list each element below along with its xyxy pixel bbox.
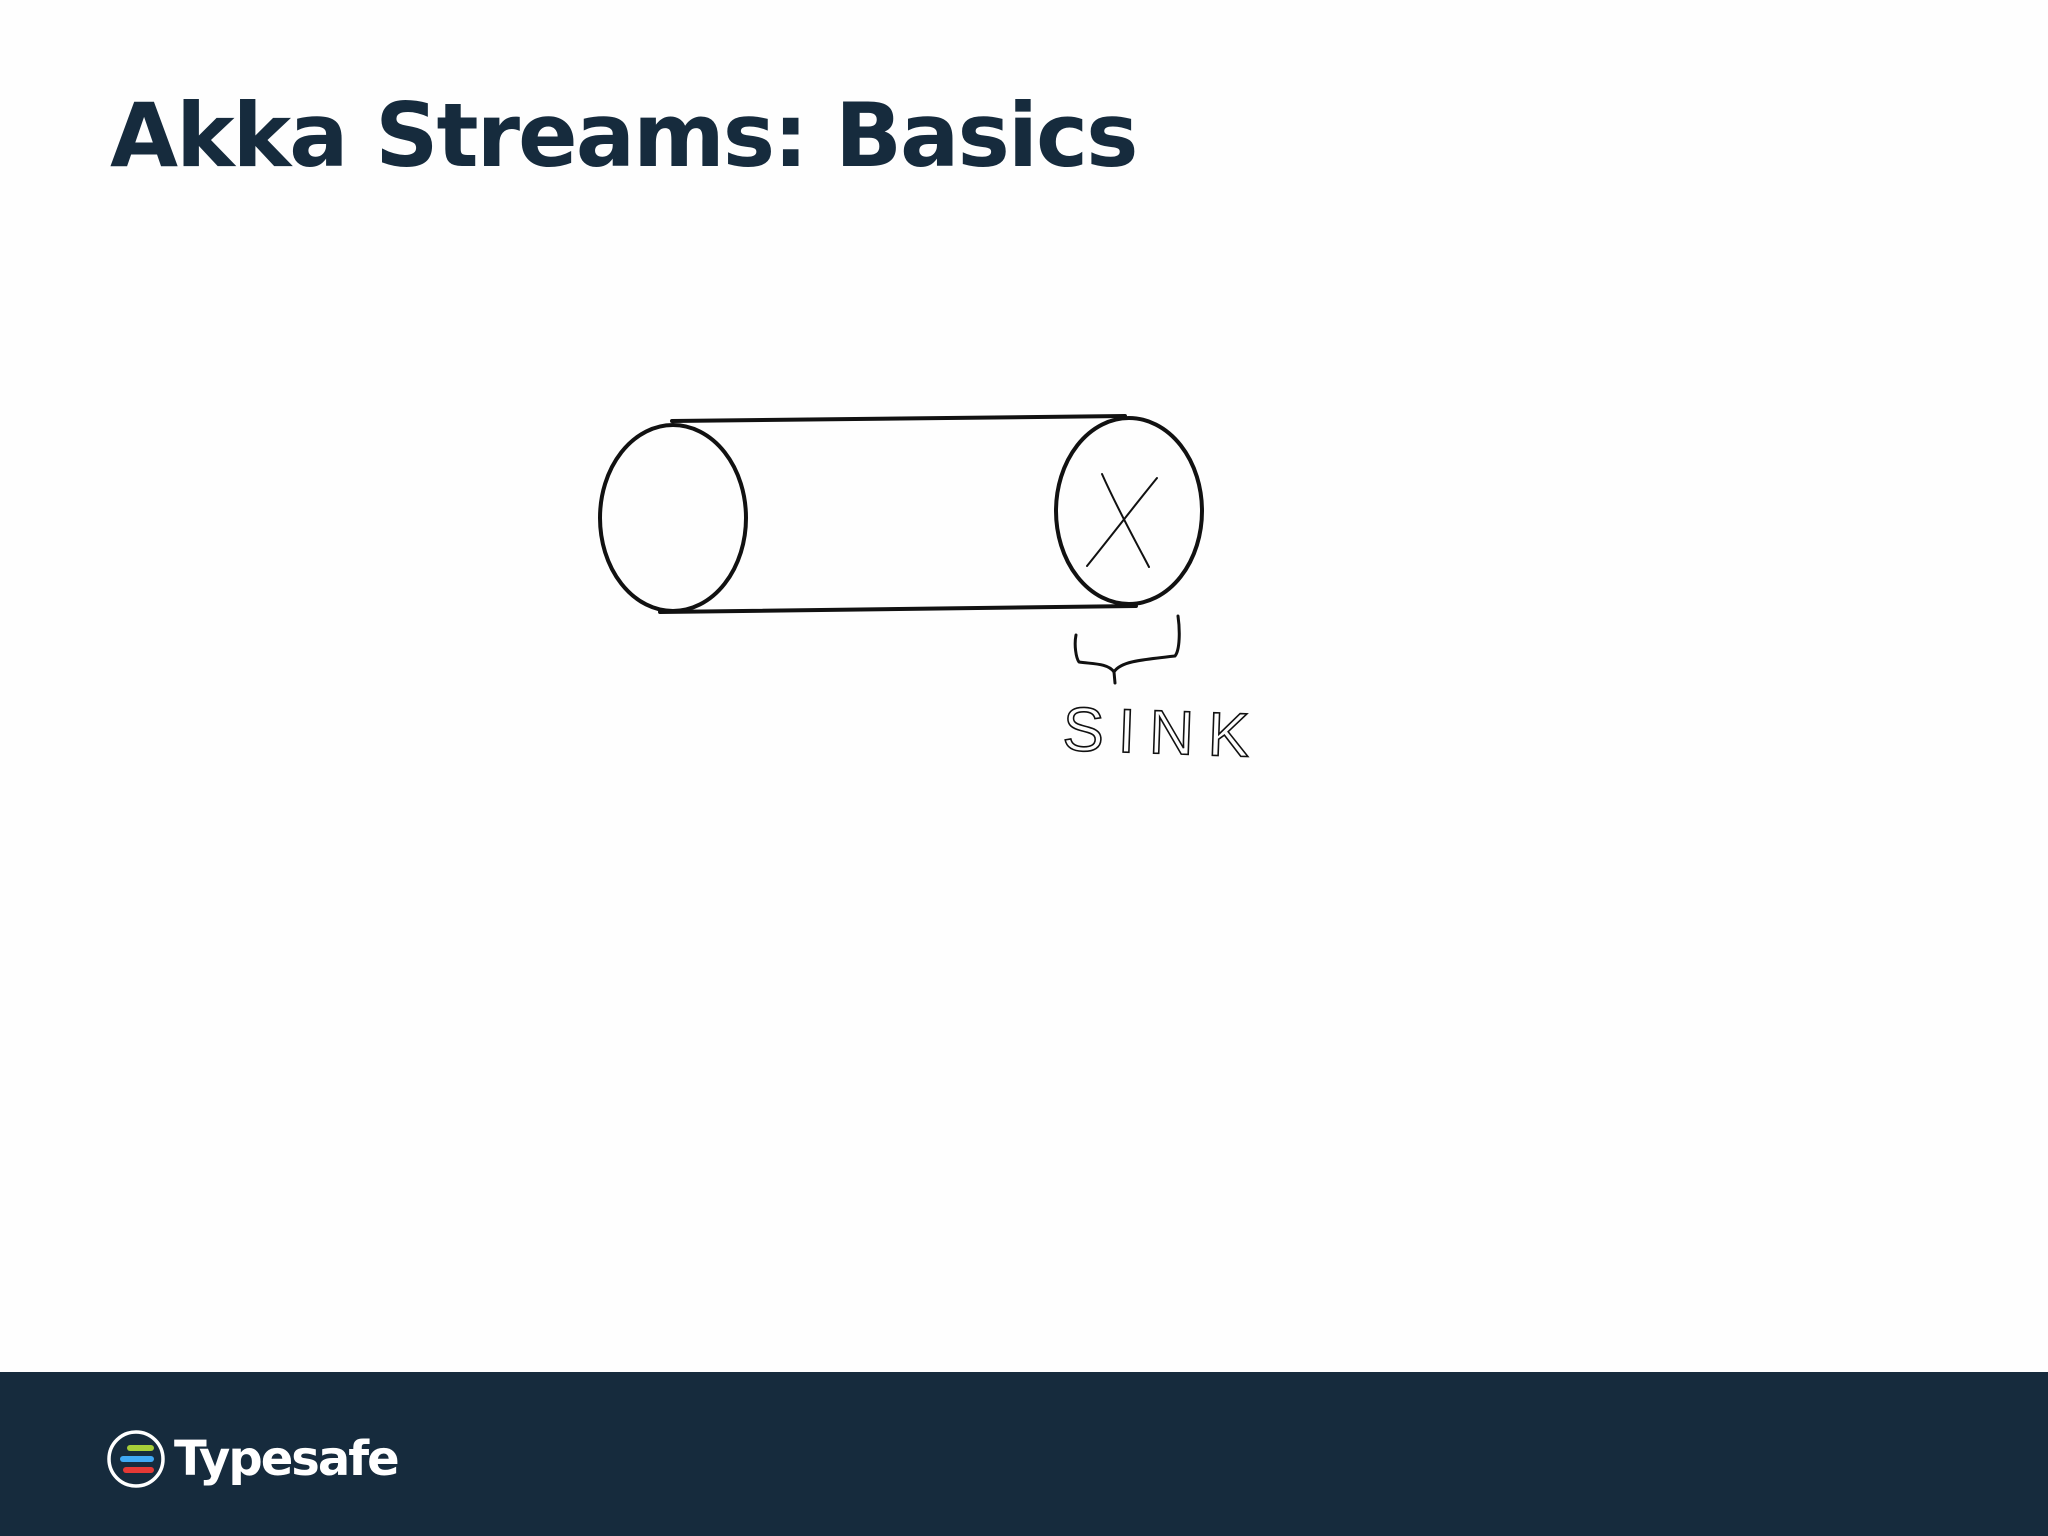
sink-end-ellipse — [1054, 416, 1204, 606]
logo-text: Typesafe — [174, 1431, 400, 1487]
source-end-ellipse — [598, 423, 748, 613]
sink-x-mark — [1086, 473, 1158, 568]
typesafe-logo-icon — [107, 1430, 165, 1488]
sink-brace — [1073, 614, 1181, 685]
pipe-top-edge — [670, 414, 1127, 423]
pipe-bottom-edge — [658, 604, 1138, 614]
typesafe-logo: Typesafe — [106, 1428, 400, 1490]
slide-title: Akka Streams: Basics — [110, 84, 1139, 187]
footer-bar: Typesafe — [0, 1372, 2048, 1536]
sink-label: SINK — [1062, 695, 1265, 771]
